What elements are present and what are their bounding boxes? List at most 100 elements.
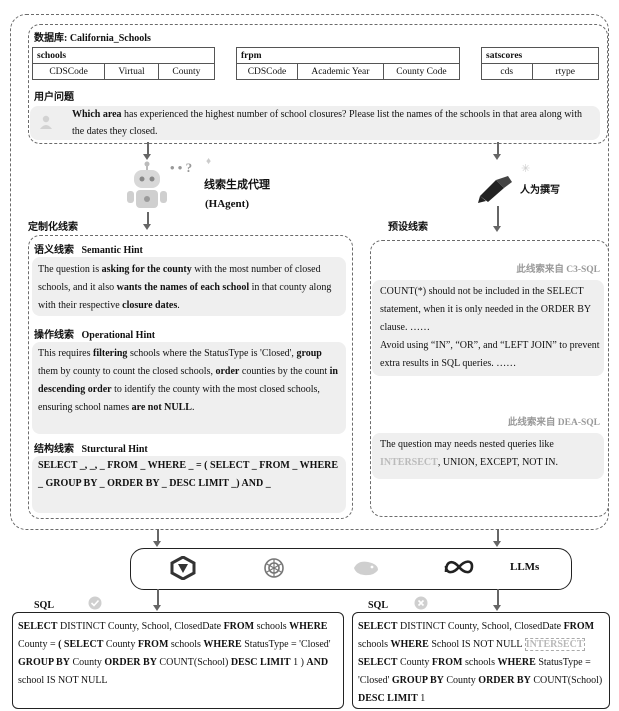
sql-fragment: 1 [417, 693, 426, 704]
arrow-right-3 [497, 529, 499, 543]
structural-panel [32, 456, 346, 513]
dea-post: , UNION, EXCEPT, NOT IN. [437, 457, 558, 468]
operational-hint-title: 操作线索 Operational Hint [34, 326, 155, 341]
semantic-panel [32, 257, 346, 316]
dea-panel [372, 433, 604, 479]
question-label: 用户问题 [34, 92, 74, 103]
sql-left-text: SELECT DISTINCT County, School, ClosedDa… [18, 618, 338, 690]
sql-right-box [352, 612, 610, 709]
sql-fragment: County [69, 657, 105, 668]
meta-icon [443, 557, 475, 577]
semantic-fragment: asking for the county [101, 264, 192, 275]
sql-fragment: FROM [431, 657, 463, 668]
operational-panel [32, 342, 346, 434]
c3-panel [372, 280, 604, 376]
column-cell: cds [481, 63, 533, 80]
arrow-right-1 [497, 142, 499, 156]
arrow-right-4-head [493, 605, 501, 611]
question-panel [30, 106, 600, 140]
check-icon [88, 596, 102, 610]
arrow-left-3-head [153, 541, 161, 547]
sql-fragment: StatusType = 'Closed' [241, 639, 331, 650]
sql-fragment: WHERE [289, 621, 328, 632]
sql-fragment: FROM [223, 621, 255, 632]
sql-right-text: SELECT DISTINCT County, School, ClosedDa… [358, 618, 606, 708]
sql-fragment: County [443, 675, 479, 686]
operational-en: Operational Hint [81, 330, 156, 341]
sql-fragment: AND [306, 657, 329, 668]
c3-text-1: COUNT(*) should not be included in the S… [380, 286, 591, 333]
sql-fragment: WHERE [203, 639, 242, 650]
column-cell: County Code [382, 63, 461, 80]
pen-hand-icon [478, 174, 518, 204]
column-cell: CDSCode [236, 63, 298, 80]
c3-text-2: Avoid using “IN”, “OR”, and “LEFT JOIN” … [380, 340, 600, 369]
semantic-fragment: wants the names of each school [116, 282, 250, 293]
database-box [28, 24, 608, 144]
arrow-right-2-head [493, 226, 501, 232]
operational-fragment: them by county to count the closed schoo… [38, 366, 216, 377]
operational-fragment: group [296, 348, 322, 359]
database-label: 数据库: California_Schools [34, 33, 151, 44]
dea-pre: The question may needs nested queries li… [380, 439, 554, 450]
sql-left-box [12, 612, 344, 709]
question-rest: has experienced the highest number of sc… [72, 109, 582, 137]
structural-text: SELECT _, _, _ FROM _ WHERE _ = ( SELECT… [38, 460, 339, 489]
arrow-left-4 [157, 589, 159, 607]
preset-hints-box [370, 240, 609, 517]
table-name-frpm: frpm [236, 47, 460, 64]
semantic-text: The question is asking for the county wi… [38, 261, 342, 315]
sql-fragment: GROUP BY [18, 657, 70, 668]
semantic-fragment: in that county along with their respecti… [38, 282, 332, 311]
sql-fragment: ORDER BY [478, 675, 531, 686]
sql-fragment: FROM [563, 621, 595, 632]
sql-fragment: County = [18, 639, 59, 650]
sql-fragment: School IS NOT NULL [428, 639, 525, 650]
sql-fragment: DISTINCT County, School, ClosedDate [397, 621, 564, 632]
sql-fragment: WHERE [497, 657, 536, 668]
semantic-fragment: closure dates [122, 300, 178, 311]
operational-fragment: to identify the county with the most clo… [38, 384, 320, 413]
llms-label: LLMs [510, 561, 540, 573]
arrow-left-2 [147, 212, 149, 226]
column-cell: Virtual [104, 63, 159, 80]
sql-fragment: County [103, 639, 138, 650]
table-name-satscores: satscores [481, 47, 599, 64]
sql-fragment: COUNT(School) [156, 657, 231, 668]
operational-fragment: filtering [93, 348, 128, 359]
arrow-left-2-head [143, 224, 151, 230]
sql-fragment: FROM [137, 639, 169, 650]
sql-fragment: SELECT [358, 621, 398, 632]
sql-fragment: COUNT(School) [530, 675, 603, 686]
operational-fragment: are not NULL [131, 402, 192, 413]
sql-fragment: schools [254, 621, 290, 632]
arrow-left-1 [147, 142, 149, 156]
robot-icon [124, 160, 170, 212]
table-name-schools: schools [32, 47, 215, 64]
sql-fragment: County [397, 657, 432, 668]
sql-fragment: school IS NOT NULL [18, 675, 108, 686]
arrow-left-4-head [153, 605, 161, 611]
operational-fragment: . [191, 402, 195, 413]
hagent-label: 线索生成代理 [204, 178, 270, 191]
openai-icon [262, 556, 286, 580]
sql-fragment: DESC LIMIT [230, 657, 291, 668]
structural-hint-title: 结构线索 Sturctural Hint [34, 440, 148, 455]
cross-icon [414, 596, 428, 610]
arrow-left-1-head [143, 154, 151, 160]
user-icon [38, 114, 54, 130]
structural-en: Sturctural Hint [81, 444, 148, 455]
arrow-right-2 [497, 206, 499, 228]
frpm-table: frpm CDSCode Academic Year County Code [236, 47, 461, 80]
column-cell: County [157, 63, 216, 80]
operational-fragment: counties by the count [239, 366, 330, 377]
arrow-right-1-head [493, 154, 501, 160]
sql-left-label: SQL [34, 600, 55, 611]
dea-highlight: INTERSECT [380, 457, 438, 468]
dea-source: 此线索来自 DEA-SQL [507, 418, 600, 428]
operational-fragment: in descending order [38, 366, 338, 395]
operational-fragment: This requires [38, 348, 93, 359]
question-bold: Which area [72, 109, 122, 120]
semantic-en: Semantic Hint [81, 245, 143, 256]
column-cell: Academic Year [296, 63, 384, 80]
